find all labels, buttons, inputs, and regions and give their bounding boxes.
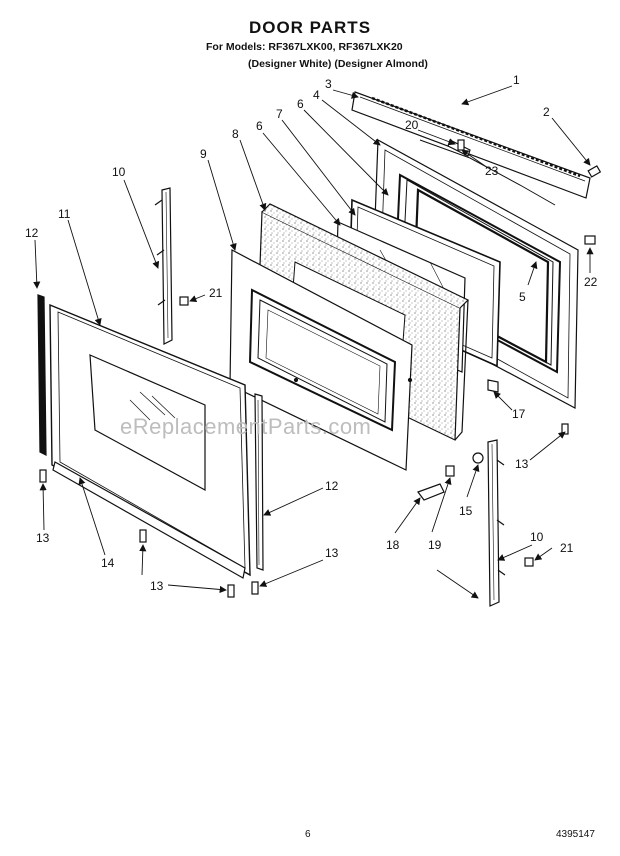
bottom-trim <box>52 461 246 579</box>
callout-19: 19 <box>428 538 442 552</box>
page-number: 6 <box>305 829 311 840</box>
callout-4: 4 <box>313 88 320 102</box>
callout-13c: 13 <box>325 546 339 560</box>
callout-10b: 10 <box>530 530 544 544</box>
callout-3: 3 <box>325 77 332 91</box>
callout-11: 11 <box>58 207 71 221</box>
callout-15: 15 <box>459 504 473 518</box>
callout-9: 9 <box>200 147 207 161</box>
inner-door-panel <box>229 249 413 471</box>
callout-21a: 21 <box>209 286 223 300</box>
callout-23: 23 <box>485 164 499 178</box>
callout-13a: 13 <box>36 531 50 545</box>
left-hinge <box>154 187 173 345</box>
callout-14: 14 <box>101 556 115 570</box>
callout-10a: 10 <box>112 165 126 179</box>
outer-door-glass <box>49 303 251 577</box>
callout-21b: 21 <box>560 541 574 555</box>
callout-6b: 6 <box>256 119 263 133</box>
callout-13b: 13 <box>150 579 164 593</box>
callout-8: 8 <box>232 127 239 141</box>
models-line: For Models: RF367LXK00, RF367LXK20 <box>206 41 403 53</box>
document-number: 4395147 <box>556 829 595 840</box>
callout-17: 17 <box>512 407 526 421</box>
top-trim-part <box>351 91 591 206</box>
callout-labels: 1 2 3 4 5 6 6 7 8 9 10 10 11 12 12 13 13… <box>25 73 598 593</box>
callout-5: 5 <box>519 290 526 304</box>
left-side-trim <box>37 294 47 456</box>
callout-2: 2 <box>543 105 550 119</box>
right-hinge <box>487 439 506 607</box>
right-side-trim <box>254 393 264 571</box>
variants-line: (Designer White) (Designer Almond) <box>248 58 428 70</box>
screw-2 <box>587 165 602 178</box>
callout-6a: 6 <box>297 97 304 111</box>
page-title: DOOR PARTS <box>248 18 372 37</box>
callout-12b: 12 <box>325 479 339 493</box>
leader-lines <box>33 85 594 599</box>
callout-22: 22 <box>584 275 598 289</box>
screw-13-group <box>39 423 569 598</box>
watermark-text: eReplacementParts.com <box>120 414 372 439</box>
callout-1: 1 <box>513 73 520 87</box>
callout-7: 7 <box>276 107 283 121</box>
callout-12a: 12 <box>25 226 39 240</box>
callout-20: 20 <box>405 118 419 132</box>
callout-18: 18 <box>386 538 400 552</box>
callout-13d: 13 <box>515 457 529 471</box>
